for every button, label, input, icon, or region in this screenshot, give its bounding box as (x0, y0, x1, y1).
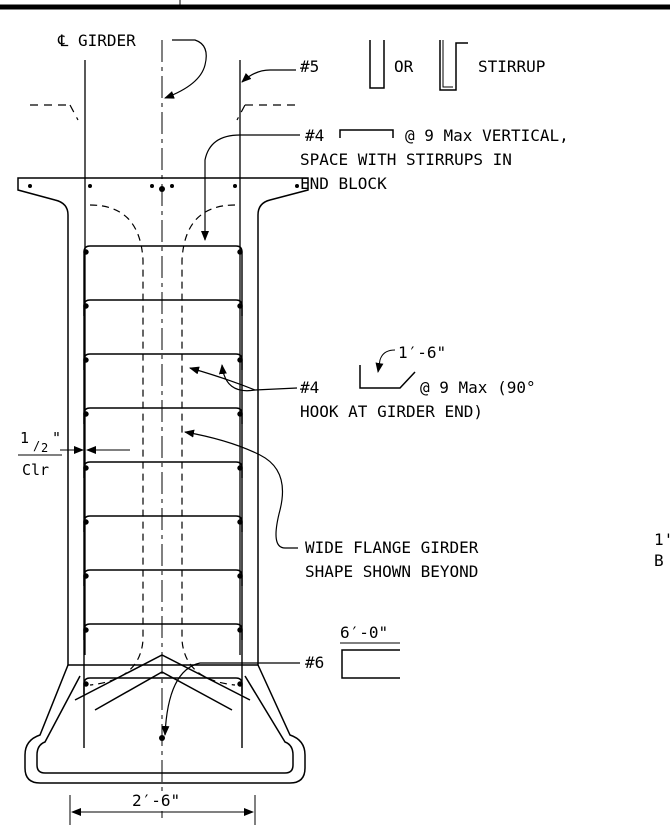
bar-6-symbol (341, 649, 400, 679)
tie-6 (83, 515, 243, 586)
tie-corner-bar (237, 519, 243, 525)
vert-bar-symbol (339, 129, 394, 138)
hook-note-1: @ 9 Max (90° (420, 378, 536, 397)
tie-2 (83, 299, 243, 370)
tie-8 (83, 623, 243, 694)
hook-bar-callout: 1′-6" @ 9 Max (90° HOOK AT GIRDER END) #… (189, 343, 536, 421)
tie-corner-bar (237, 249, 243, 255)
clr-num: 1 (20, 429, 29, 447)
wf-note-1: WIDE FLANGE GIRDER (305, 538, 479, 557)
tie-corner-bar (237, 465, 243, 471)
tie-3 (83, 353, 243, 424)
hook-length-label: 1′-6" (398, 343, 446, 362)
clr-slash: / (33, 439, 40, 453)
cutoff-text-b: B (654, 551, 664, 570)
tie-5 (83, 461, 243, 532)
wide-flange-beyond (89, 204, 236, 686)
top-flange (17, 177, 309, 666)
tie-1 (83, 245, 243, 316)
tie-corner-bar (237, 303, 243, 309)
vertical-bar-callout: #4 @ 9 Max VERTICAL, SPACE WITH STIRRUPS… (201, 126, 569, 241)
centerline-symbol: ℄ (57, 31, 69, 50)
hook-bar-label: #4 (300, 378, 319, 397)
sheet-border (0, 0, 670, 10)
stirrup-word-label: STIRRUP (478, 57, 545, 76)
end-block-ties (83, 245, 243, 748)
tie-corner-bar (83, 681, 89, 687)
stirrup-or-label: OR (394, 57, 414, 76)
clr-word: Clr (22, 461, 49, 479)
tie-corner-bar (237, 411, 243, 417)
tie-corner-bar (83, 519, 89, 525)
hook-note-2: HOOK AT GIRDER END) (300, 402, 483, 421)
tie-corner-bar (83, 357, 89, 363)
deck-outline-dashed (30, 104, 300, 121)
vert-note-1: @ 9 Max VERTICAL, (405, 126, 569, 145)
wide-flange-callout: WIDE FLANGE GIRDER SHAPE SHOWN BEYOND (184, 429, 479, 581)
cl-girder-label: ℄ GIRDER (57, 31, 207, 99)
wf-note-2: SHAPE SHOWN BEYOND (305, 562, 478, 581)
bar-6-length: 6′-0" (340, 623, 388, 642)
vert-bar-label: #4 (305, 126, 324, 145)
tie-corner-bar (237, 681, 243, 687)
tie-corner-bar (237, 357, 243, 363)
stirrup-symbol-hook (439, 40, 468, 91)
tie-7 (83, 569, 243, 640)
top-flange-bars (28, 184, 299, 192)
tie-corner-bar (83, 627, 89, 633)
cl-girder-text: GIRDER (78, 31, 136, 50)
clear-cover-dimension: 1 / 2 " Clr (18, 429, 130, 479)
bar-6-callout: 6′-0" #6 (161, 623, 400, 736)
stirrup-bar-label: #5 (300, 57, 319, 76)
tie-corner-bar (83, 573, 89, 579)
bar-6-label: #6 (305, 653, 324, 672)
stirrup-callout: #5 OR STIRRUP (241, 40, 545, 91)
bottom-flange (24, 654, 306, 784)
clr-inch: " (52, 429, 61, 447)
stirrup-symbol-u (369, 40, 385, 89)
tie-9 (83, 677, 243, 748)
tie-4 (83, 407, 243, 478)
bottom-bar-6 (159, 735, 165, 741)
cutoff-text-1: 1' (654, 530, 670, 549)
vert-note-2: SPACE WITH STIRRUPS IN (300, 150, 512, 169)
hook-bar-symbol (359, 365, 416, 389)
tie-corner-bar (237, 573, 243, 579)
clr-den: 2 (41, 441, 48, 455)
tie-corner-bar (237, 627, 243, 633)
width-dimension (69, 795, 256, 825)
tie-corner-bar (83, 411, 89, 417)
vert-note-3: END BLOCK (300, 174, 387, 193)
tie-corner-bar (83, 249, 89, 255)
tie-corner-bar (83, 303, 89, 309)
tie-corner-bar (83, 465, 89, 471)
width-dim-label: 2′-6" (132, 791, 180, 810)
